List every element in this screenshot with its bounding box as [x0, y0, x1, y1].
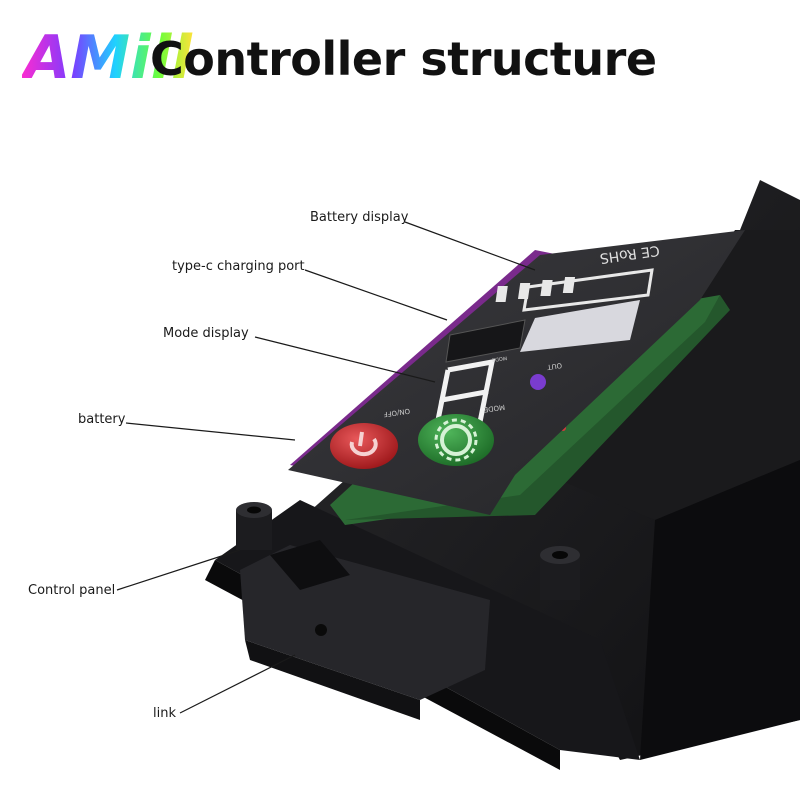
mode-button — [418, 414, 494, 466]
link-clip — [240, 540, 490, 720]
digit-label: MODE — [491, 354, 507, 362]
callout-control-panel: Control panel — [28, 583, 116, 598]
mounting-post-right — [540, 546, 580, 600]
battery-indicator — [495, 268, 654, 312]
mounting-post-left — [236, 502, 272, 550]
out-led — [530, 374, 546, 390]
svg-text:AMill: AMill — [22, 23, 193, 90]
callout-mode-display: Mode display — [163, 326, 249, 341]
power-button — [330, 423, 398, 469]
display-window — [520, 300, 640, 352]
page-title: Controller structure — [150, 32, 657, 86]
typec-port — [445, 319, 526, 363]
onoff-label: ON/OFF — [383, 407, 411, 419]
mode-label: MODE — [483, 403, 505, 414]
callout-battery: battery — [78, 412, 126, 427]
callout-typec-port: type-c charging port — [172, 259, 305, 274]
callout-battery-display: Battery display — [310, 210, 409, 225]
callout-lines — [116, 221, 536, 714]
brand-logo: AMill — [22, 23, 193, 90]
control-panel-face: CE RoHS ON/OFF MODE OUT MODE — [288, 230, 745, 515]
callout-link: link — [153, 706, 176, 721]
out-label: OUT — [546, 361, 563, 371]
